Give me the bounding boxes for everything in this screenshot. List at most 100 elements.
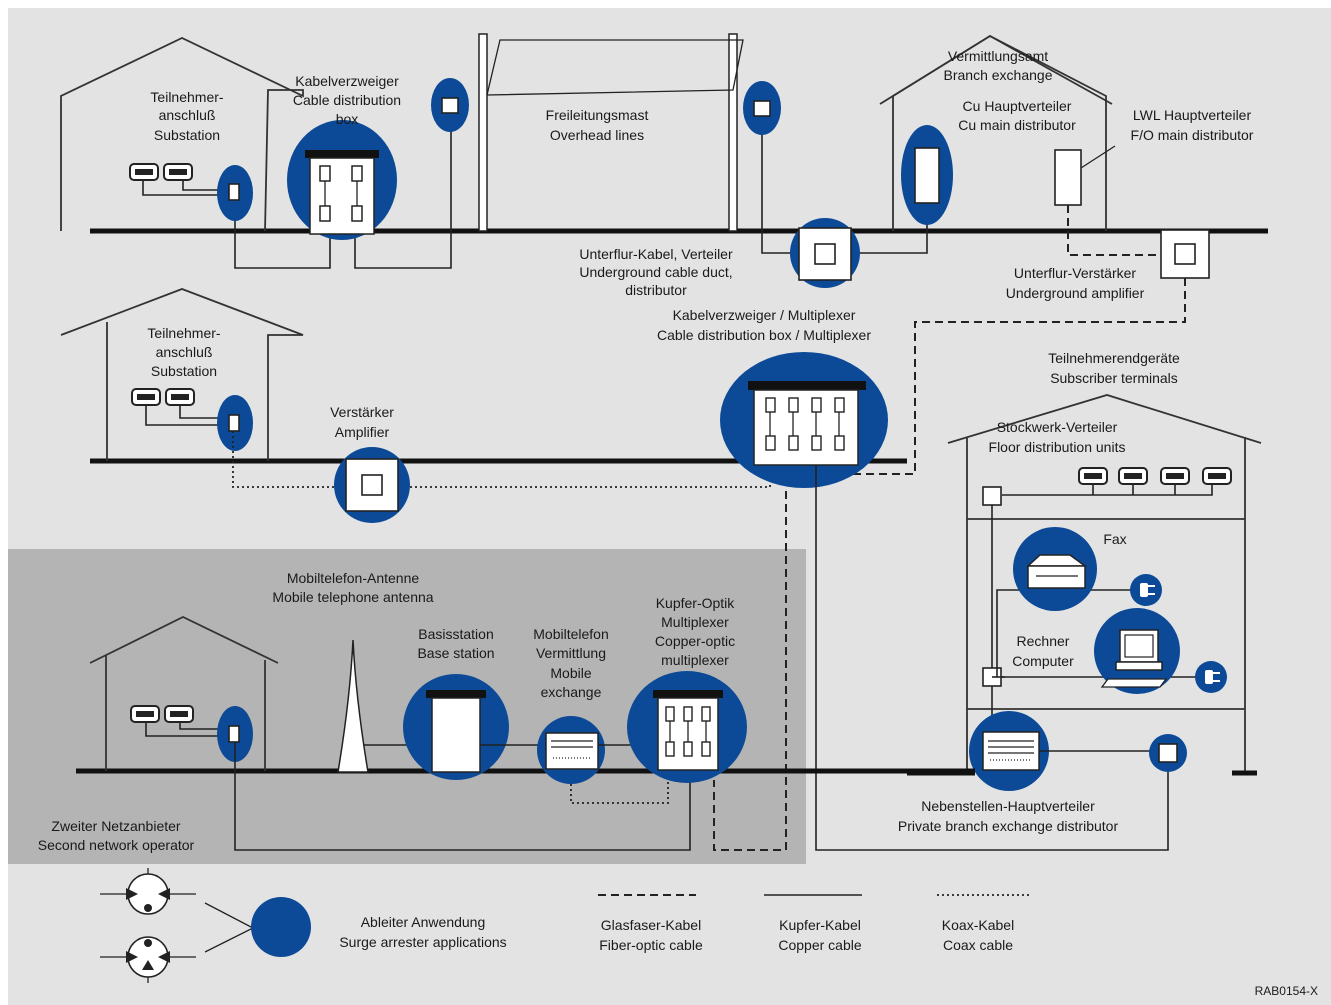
- svg-text:Rechner: Rechner: [1017, 633, 1070, 649]
- overhead-poles: [478, 33, 744, 232]
- svg-text:Koax-Kabel: Koax-Kabel: [942, 917, 1014, 933]
- svg-text:Ableiter Anwendung: Ableiter Anwendung: [361, 914, 486, 930]
- phone-icon: [163, 163, 193, 181]
- svg-text:box: box: [336, 111, 359, 127]
- antenna-icon: [337, 639, 369, 773]
- phone-icon: [165, 388, 195, 406]
- phone-icon: [164, 705, 194, 723]
- arrester-symbol-icon: [100, 868, 196, 915]
- computer-icon: [1100, 629, 1168, 688]
- label-subscriber-de: Teilnehmer-: [150, 89, 223, 105]
- svg-text:Teilnehmer-: Teilnehmer-: [147, 325, 220, 341]
- copper-cable: [234, 742, 691, 851]
- svg-text:Zweiter Netzanbieter: Zweiter Netzanbieter: [51, 818, 181, 834]
- svg-text:Unterflur-Verstärker: Unterflur-Verstärker: [1014, 265, 1136, 281]
- fiber-cable: [1067, 205, 1161, 256]
- figure-code: RAB0154-X: [1255, 984, 1318, 998]
- svg-text:Private branch exchange distri: Private branch exchange distributor: [898, 818, 1119, 834]
- house-second-operator: [89, 615, 279, 664]
- svg-text:Substation: Substation: [151, 363, 217, 379]
- svg-text:Base station: Base station: [417, 645, 494, 661]
- svg-text:Vermittlung: Vermittlung: [536, 645, 606, 661]
- phone-icon: [1202, 467, 1232, 485]
- svg-text:Mobile telephone antenna: Mobile telephone antenna: [272, 589, 433, 605]
- svg-text:Mobiltelefon-Antenne: Mobiltelefon-Antenne: [287, 570, 420, 586]
- svg-text:distributor: distributor: [625, 282, 687, 298]
- svg-text:Amplifier: Amplifier: [335, 424, 390, 440]
- svg-text:Cable distribution box / Multi: Cable distribution box / Multiplexer: [657, 327, 871, 343]
- svg-text:Mobiltelefon: Mobiltelefon: [533, 626, 609, 642]
- arrester-symbol-icon: [100, 936, 196, 983]
- svg-text:Cu Hauptverteiler: Cu Hauptverteiler: [963, 98, 1072, 114]
- copper-optic-multiplexer: [653, 690, 723, 771]
- mobile-exchange: [545, 732, 599, 770]
- svg-text:Copper-optic: Copper-optic: [655, 633, 735, 649]
- svg-text:exchange: exchange: [541, 684, 602, 700]
- svg-text:Vermittlungsamt: Vermittlungsamt: [948, 48, 1048, 64]
- plug-icon: [1140, 583, 1155, 597]
- floor-distribution-unit: [982, 486, 1002, 506]
- svg-text:F/O main distributor: F/O main distributor: [1131, 127, 1254, 143]
- amplifier: [345, 458, 399, 512]
- svg-text:multiplexer: multiplexer: [661, 652, 729, 668]
- svg-text:Stockwerk-Verteiler: Stockwerk-Verteiler: [997, 419, 1118, 435]
- svg-text:Overhead lines: Overhead lines: [550, 127, 644, 143]
- svg-text:Freileitungsmast: Freileitungsmast: [546, 107, 649, 123]
- fo-main-distributor: [1054, 149, 1082, 206]
- svg-text:Copper cable: Copper cable: [778, 937, 861, 953]
- phone-icon: [1118, 467, 1148, 485]
- cable-distribution-multiplexer: [748, 381, 866, 466]
- plug-icon: [1205, 670, 1220, 684]
- cable-distribution-box: [305, 150, 379, 235]
- svg-text:Kupfer-Kabel: Kupfer-Kabel: [779, 917, 861, 933]
- arrester-legend-circle: [251, 897, 311, 957]
- svg-text:Coax cable: Coax cable: [943, 937, 1013, 953]
- house-subscriber-2: [60, 288, 304, 461]
- coax-cable: [232, 431, 340, 488]
- svg-text:Teilnehmerendgeräte: Teilnehmerendgeräte: [1048, 350, 1180, 366]
- svg-text:Cable distribution: Cable distribution: [293, 92, 401, 108]
- house-subscriber-1: [60, 37, 304, 232]
- svg-text:Underground cable duct,: Underground cable duct,: [579, 264, 732, 280]
- svg-text:Underground amplifier: Underground amplifier: [1006, 285, 1145, 301]
- svg-text:Unterflur-Kabel, Verteiler: Unterflur-Kabel, Verteiler: [579, 246, 733, 262]
- phone-icon: [1078, 467, 1108, 485]
- phone-icon: [1160, 467, 1190, 485]
- base-station: [426, 690, 486, 773]
- svg-text:Second network operator: Second network operator: [38, 837, 195, 853]
- svg-text:Surge arrester applications: Surge arrester applications: [339, 934, 506, 950]
- svg-text:Nebenstellen-Hauptverteiler: Nebenstellen-Hauptverteiler: [921, 798, 1095, 814]
- office-building: [947, 394, 1262, 444]
- svg-text:Kupfer-Optik: Kupfer-Optik: [656, 595, 736, 611]
- svg-text:anschluß: anschluß: [156, 344, 213, 360]
- fax-icon: [1026, 554, 1088, 589]
- pbx-distributor: [982, 731, 1040, 771]
- svg-text:anschluß: anschluß: [159, 107, 216, 123]
- svg-text:Multiplexer: Multiplexer: [661, 614, 729, 630]
- svg-text:Fiber-optic cable: Fiber-optic cable: [599, 937, 703, 953]
- svg-text:Cu main distributor: Cu main distributor: [958, 117, 1076, 133]
- svg-text:Fax: Fax: [1103, 531, 1126, 547]
- coax-cable: [570, 775, 669, 804]
- svg-text:Computer: Computer: [1012, 653, 1074, 669]
- phone-icon: [129, 163, 159, 181]
- fiber-cable: [845, 278, 1186, 475]
- svg-text:Verstärker: Verstärker: [330, 404, 394, 420]
- svg-text:LWL Hauptverteiler: LWL Hauptverteiler: [1133, 107, 1252, 123]
- phone-icon: [131, 388, 161, 406]
- svg-text:Floor distribution units: Floor distribution units: [989, 439, 1126, 455]
- svg-text:Glasfaser-Kabel: Glasfaser-Kabel: [601, 917, 701, 933]
- cu-main-distributor: [914, 147, 940, 204]
- phone-icon: [130, 705, 160, 723]
- svg-text:Basisstation: Basisstation: [418, 626, 493, 642]
- svg-text:Subscriber terminals: Subscriber terminals: [1050, 370, 1178, 386]
- fiber-cable: [713, 465, 787, 851]
- svg-text:Mobile: Mobile: [550, 665, 591, 681]
- svg-text:Kabelverzweiger: Kabelverzweiger: [295, 73, 399, 89]
- svg-text:Kabelverzweiger / Multiplexer: Kabelverzweiger / Multiplexer: [673, 307, 856, 323]
- svg-text:Substation: Substation: [154, 127, 220, 143]
- copper-cable: [815, 465, 1169, 851]
- svg-text:Branch exchange: Branch exchange: [944, 67, 1053, 83]
